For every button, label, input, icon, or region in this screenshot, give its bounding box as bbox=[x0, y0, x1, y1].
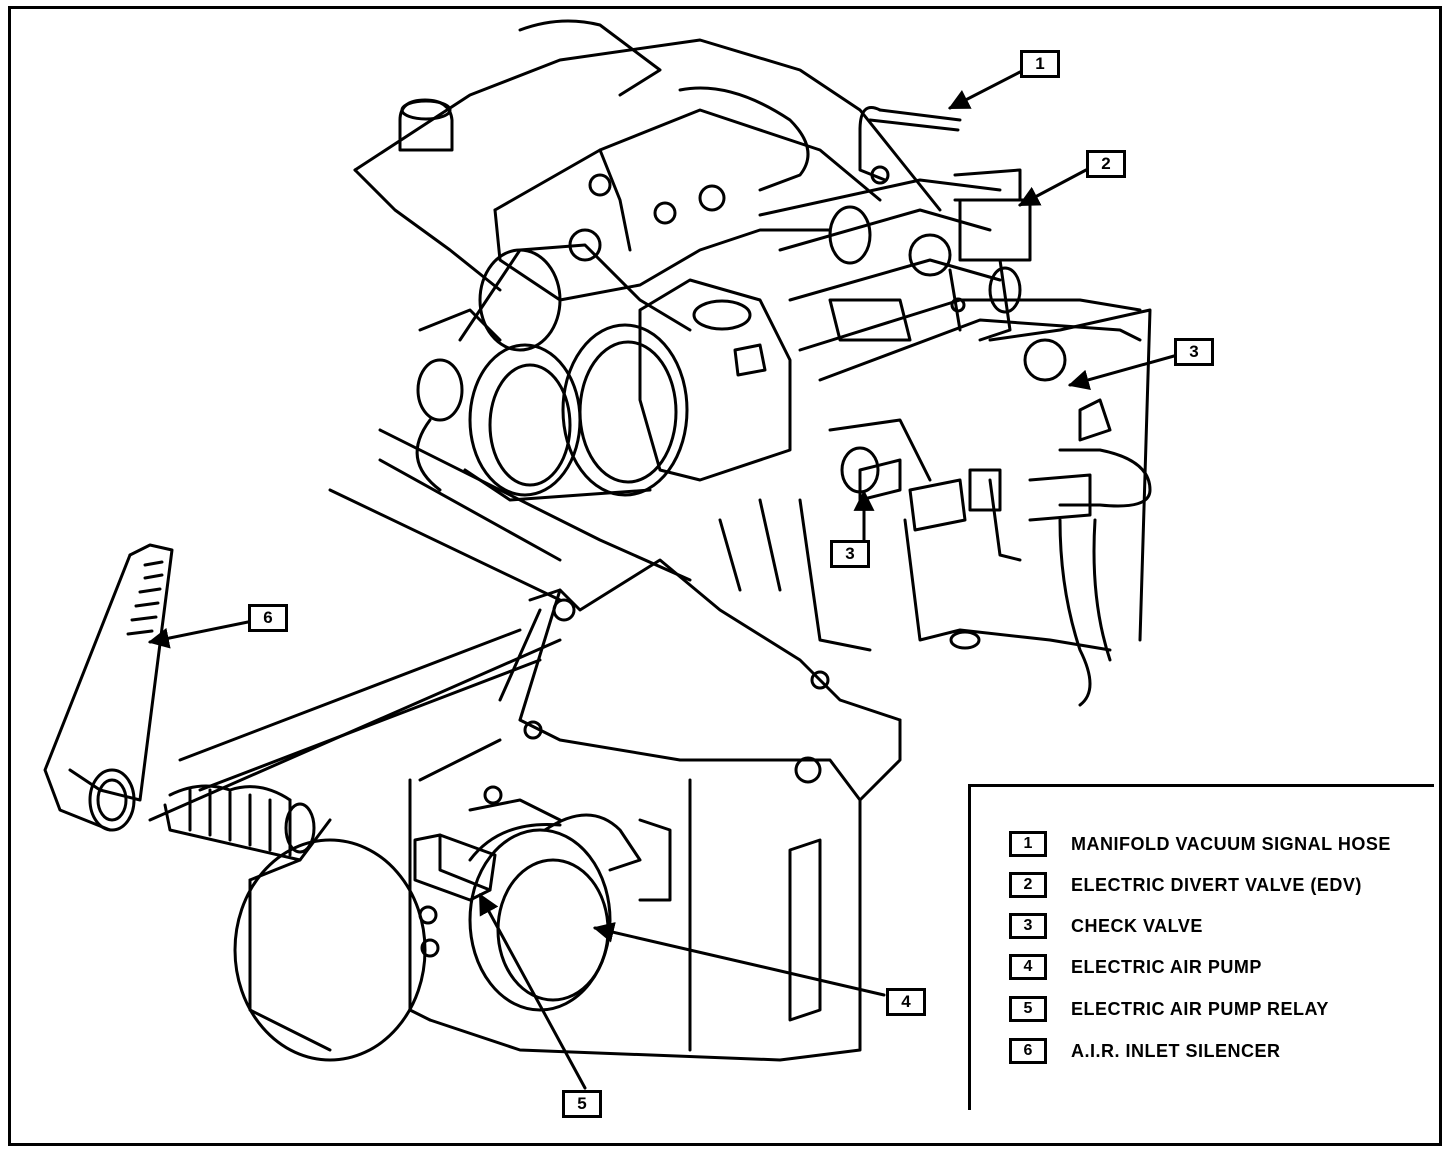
fender-lines bbox=[148, 428, 692, 822]
legend-number: 2 bbox=[1009, 872, 1047, 898]
legend-label: MANIFOLD VACUUM SIGNAL HOSE bbox=[1071, 833, 1391, 854]
diagram-frame bbox=[8, 6, 1442, 1146]
check-valve-pipes bbox=[718, 308, 1152, 707]
callout-6: 6 bbox=[248, 604, 288, 632]
legend-item-1: 1 MANIFOLD VACUUM SIGNAL HOSE bbox=[1009, 829, 1391, 859]
legend-label: ELECTRIC AIR PUMP bbox=[1071, 956, 1262, 977]
pump-relay bbox=[413, 833, 497, 958]
legend: 1 MANIFOLD VACUUM SIGNAL HOSE 2 ELECTRIC… bbox=[968, 784, 1434, 1110]
inlet-silencer bbox=[43, 543, 174, 832]
leader-lines bbox=[147, 70, 1176, 1090]
legend-item-5: 5 ELECTRIC AIR PUMP RELAY bbox=[1009, 994, 1329, 1024]
legend-number: 1 bbox=[1009, 831, 1047, 857]
callout-4: 4 bbox=[886, 988, 926, 1016]
callout-2: 2 bbox=[1086, 150, 1126, 178]
legend-item-2: 2 ELECTRIC DIVERT VALVE (EDV) bbox=[1009, 870, 1362, 900]
legend-label: ELECTRIC AIR PUMP RELAY bbox=[1071, 998, 1329, 1019]
legend-number: 4 bbox=[1009, 954, 1047, 980]
legend-label: ELECTRIC DIVERT VALVE (EDV) bbox=[1071, 874, 1362, 895]
legend-number: 3 bbox=[1009, 913, 1047, 939]
legend-item-3: 3 CHECK VALVE bbox=[1009, 911, 1203, 941]
callout-1: 1 bbox=[1020, 50, 1060, 78]
filter-cover bbox=[233, 838, 427, 1062]
legend-label: CHECK VALVE bbox=[1071, 915, 1203, 936]
callout-5: 5 bbox=[562, 1090, 602, 1118]
legend-number: 6 bbox=[1009, 1038, 1047, 1064]
callout-3-lower: 3 bbox=[830, 540, 870, 568]
callout-3-upper: 3 bbox=[1174, 338, 1214, 366]
pump-bracket bbox=[408, 558, 902, 1062]
edv-assembly bbox=[858, 106, 1032, 342]
engine-block bbox=[353, 19, 1142, 382]
legend-item-4: 4 ELECTRIC AIR PUMP bbox=[1009, 952, 1262, 982]
electric-air-pump bbox=[468, 785, 642, 1012]
legend-item-6: 6 A.I.R. INLET SILENCER bbox=[1009, 1036, 1281, 1066]
belt-pulleys bbox=[415, 243, 692, 502]
legend-label: A.I.R. INLET SILENCER bbox=[1071, 1040, 1281, 1061]
coolant-reservoir bbox=[638, 278, 792, 482]
legend-number: 5 bbox=[1009, 996, 1047, 1022]
inlet-hose bbox=[163, 784, 332, 862]
